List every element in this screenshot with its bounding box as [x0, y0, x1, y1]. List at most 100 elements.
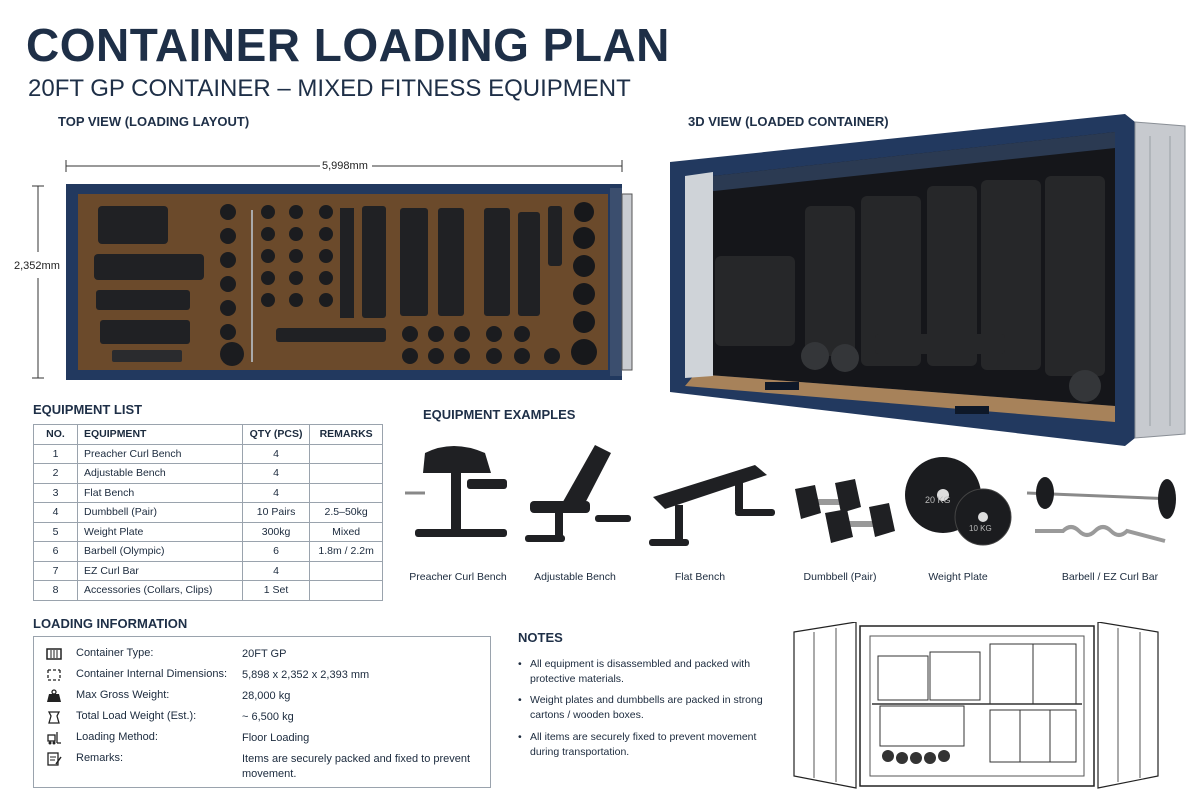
3d-view-heading: 3D VIEW (LOADED CONTAINER)	[688, 114, 889, 129]
table-cell: 300kg	[241, 521, 311, 542]
table-cell: 2.5–50kg	[309, 502, 383, 523]
equipment-examples-heading: EQUIPMENT EXAMPLES	[423, 407, 576, 422]
table-cell	[309, 482, 383, 503]
table-cell: 7	[32, 560, 79, 581]
top-view-heading: TOP VIEW (LOADING LAYOUT)	[58, 114, 250, 129]
table-cell: 3	[32, 482, 79, 503]
info-value: 28,000 kg	[242, 690, 291, 702]
table-cell: 8	[32, 580, 79, 601]
note-text: All equipment is disassembled and packed…	[530, 658, 751, 685]
table-cell: 10 Pairs	[241, 502, 311, 523]
plate-10kg-mark: 10 KG	[969, 524, 992, 533]
note-text: Weight plates and dumbbells are packed i…	[530, 694, 763, 721]
info-label: Container Type:	[76, 647, 154, 659]
equipment-list-heading: EQUIPMENT LIST	[33, 402, 143, 417]
top-view-diagram	[32, 160, 633, 380]
info-label: Max Gross Weight:	[76, 689, 170, 701]
note-bullet: •	[518, 731, 522, 743]
top-view-width-label: 2,352mm	[14, 260, 60, 272]
flat-bench-icon	[649, 465, 775, 546]
3d-container-illustration	[670, 114, 1186, 446]
page-subtitle: 20FT GP CONTAINER – MIXED FITNESS EQUIPM…	[28, 75, 631, 102]
info-value: 20FT GP	[242, 648, 287, 660]
example-caption: Flat Bench	[674, 571, 726, 583]
table-cell: Accessories (Collars, Clips)	[77, 580, 243, 601]
barbell-icon	[1026, 477, 1176, 519]
table-cell: 4	[241, 443, 311, 464]
top-view-length-label: 5,998mm	[322, 160, 368, 172]
weight-plate-icon: 20 KG 10 KG	[905, 457, 1012, 546]
info-value: 5,898 x 2,352 x 2,393 mm	[242, 669, 370, 681]
info-label: Container Internal Dimensions:	[76, 668, 228, 680]
column-header: QTY (PCS)	[241, 424, 311, 445]
adjustable-bench-icon	[525, 445, 631, 542]
info-label: Remarks:	[76, 752, 124, 764]
table-cell: 1	[32, 443, 79, 464]
table-cell	[309, 463, 383, 484]
table-cell: Preacher Curl Bench	[77, 443, 243, 464]
forklift-icon	[47, 732, 61, 745]
info-value: Floor Loading	[242, 732, 310, 744]
table-cell: EZ Curl Bar	[77, 560, 243, 581]
ez-curl-bar-icon	[1035, 525, 1166, 543]
table-cell: Weight Plate	[77, 521, 243, 542]
note-bullet: •	[518, 658, 522, 670]
table-cell: 4	[32, 502, 79, 523]
equipment-examples-illustrations: 20 KG 10 KG	[405, 445, 1176, 546]
dimensions-icon	[47, 669, 61, 681]
page-title: CONTAINER LOADING PLAN	[26, 19, 670, 71]
remarks-icon	[47, 752, 62, 766]
table-cell: 5	[32, 521, 79, 542]
table-cell: 1 Set	[241, 580, 311, 601]
example-caption: Barbell / EZ Curl Bar	[1061, 571, 1159, 583]
column-header: REMARKS	[309, 424, 383, 445]
info-label: Total Load Weight (Est.):	[76, 710, 197, 722]
column-header: NO.	[32, 424, 79, 445]
table-cell: Barbell (Olympic)	[77, 541, 243, 562]
info-value: ~ 6,500 kg	[242, 711, 294, 723]
example-caption: Weight Plate	[928, 571, 988, 583]
scale-icon	[47, 711, 61, 724]
preacher-curl-bench-icon	[405, 446, 507, 537]
note-bullet: •	[518, 694, 522, 706]
container-icon	[46, 648, 62, 660]
plate-20kg-mark: 20 KG	[925, 495, 951, 505]
table-cell	[309, 560, 383, 581]
table-cell: Adjustable Bench	[77, 463, 243, 484]
notes-heading: NOTES	[518, 630, 563, 645]
example-caption: Adjustable Bench	[534, 571, 616, 583]
table-cell: Dumbbell (Pair)	[77, 502, 243, 523]
table-cell: 4	[241, 560, 311, 581]
table-cell: 6	[241, 541, 311, 562]
dumbbell-icon	[795, 479, 895, 543]
table-cell	[309, 443, 383, 464]
example-caption: Preacher Curl Bench	[409, 571, 507, 583]
table-cell: 1.8m / 2.2m	[309, 541, 383, 562]
container-line-drawing	[793, 622, 1159, 789]
loading-info-heading: LOADING INFORMATION	[33, 616, 188, 631]
table-cell: 4	[241, 482, 311, 503]
column-header: EQUIPMENT	[77, 424, 243, 445]
table-cell: 2	[32, 463, 79, 484]
table-cell	[309, 580, 383, 601]
table-cell: Flat Bench	[77, 482, 243, 503]
table-header-row: NO. EQUIPMENT QTY (PCS) REMARKS	[32, 424, 383, 445]
info-label: Loading Method:	[76, 731, 158, 743]
loading-info-panel: Container Type: 20FT GP Container Intern…	[33, 636, 491, 788]
table-cell: 6	[32, 541, 79, 562]
weight-icon	[47, 689, 61, 702]
info-value: Items are securely packed and fixed to p…	[242, 753, 471, 780]
table-cell: 4	[241, 463, 311, 484]
example-caption: Dumbbell (Pair)	[803, 571, 877, 583]
table-cell: Mixed	[309, 521, 383, 542]
note-text: All items are securely fixed to prevent …	[530, 731, 757, 758]
